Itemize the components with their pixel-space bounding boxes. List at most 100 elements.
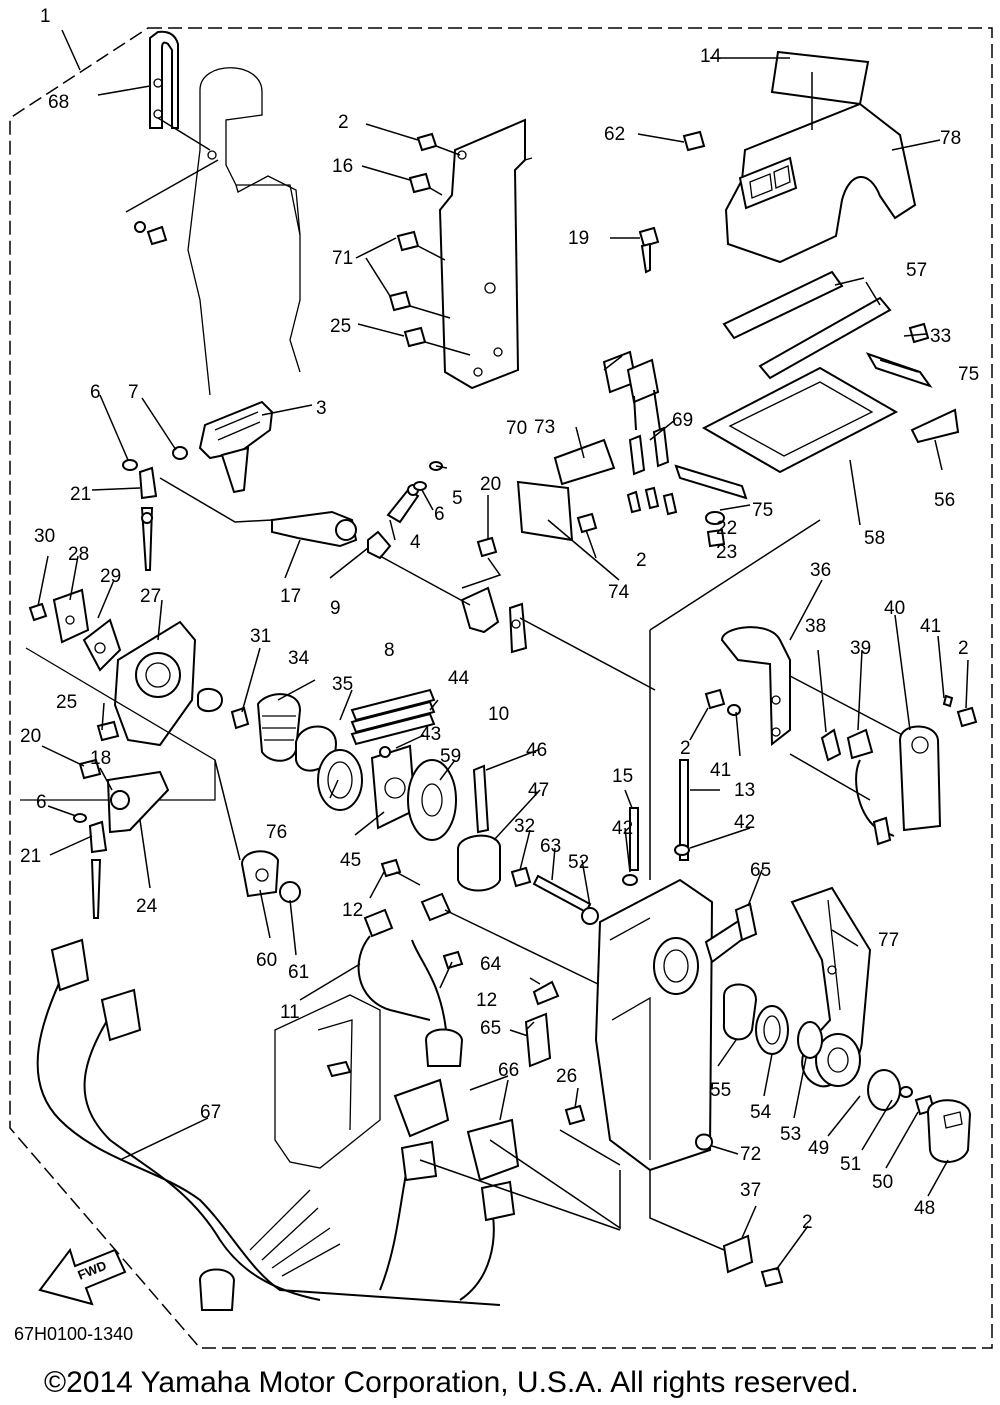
label-10: 10 [488,704,509,725]
label-37: 37 [740,1180,761,1201]
label-19: 19 [568,228,589,249]
callout-labels: 1 68 14 78 62 19 2 16 71 25 3 6 7 21 5 6… [20,6,979,1233]
label-24: 24 [136,896,158,917]
label-50: 50 [872,1172,893,1193]
fwd-arrow-icon: FWD [38,1247,127,1306]
label-75-mid: 75 [752,500,773,521]
bracket-37 [649,1170,784,1288]
label-11: 11 [280,1002,300,1023]
label-2-bottom: 2 [802,1212,813,1233]
lever-17 [159,461,443,560]
label-77: 77 [878,930,899,951]
control-body [419,519,821,1231]
label-78: 78 [940,128,961,149]
label-9: 9 [330,598,341,619]
label-27: 27 [140,586,161,607]
label-12-top: 12 [342,900,363,921]
wire-harness-67 [36,938,516,1311]
label-61: 61 [288,962,309,983]
label-46: 46 [526,740,547,761]
label-2-body: 2 [680,738,691,759]
label-76: 76 [266,822,287,843]
label-67: 67 [200,1102,221,1123]
bearings [722,902,972,1163]
label-42-mid: 42 [612,818,633,839]
label-25-top: 25 [330,316,351,337]
label-69: 69 [672,410,693,431]
label-42-right: 42 [734,812,755,833]
label-6-top: 6 [90,382,101,403]
part-number: 67H0100-1340 [14,1324,133,1344]
clip-bracket-68 [125,30,219,246]
label-72: 72 [740,1144,761,1165]
label-21-left: 21 [20,846,41,867]
label-47: 47 [528,780,549,801]
label-41-right: 41 [920,616,941,637]
label-36: 36 [810,560,831,581]
pulley-60-61 [214,759,301,903]
label-38: 38 [805,616,826,637]
label-65-right: 65 [750,860,771,881]
label-73: 73 [534,417,555,438]
label-26: 26 [556,1066,577,1087]
switches-73 [516,350,726,548]
label-2-right: 2 [958,638,969,659]
label-34: 34 [288,648,310,669]
label-31: 31 [250,626,271,647]
label-74: 74 [608,582,630,603]
label-13: 13 [734,780,755,801]
label-63: 63 [540,836,561,857]
label-2-top: 2 [338,112,349,133]
label-51: 51 [840,1154,861,1175]
label-14: 14 [700,46,722,67]
washers-6-7 [122,446,188,571]
plate-16 [388,118,533,390]
label-8: 8 [384,640,395,661]
label-5: 5 [452,488,463,509]
label-59: 59 [440,746,461,767]
label-32: 32 [514,816,535,837]
label-18: 18 [90,748,111,769]
copyright-notice: ©2014 Yamaha Motor Corporation, U.S.A. A… [44,1366,859,1399]
label-3: 3 [316,398,327,419]
label-12-bottom: 12 [476,990,497,1011]
label-1: 1 [40,6,51,27]
label-20-mid: 20 [480,474,501,495]
label-29: 29 [100,566,121,587]
label-20-left: 20 [20,726,41,747]
shift-lever-77 [704,626,978,1088]
label-52: 52 [568,852,589,873]
label-66: 66 [498,1060,519,1081]
label-2-mid: 2 [636,550,647,571]
leader-lines [37,29,969,1271]
label-33: 33 [930,326,951,347]
lower-housing-outline [274,994,520,1182]
label-35: 35 [332,674,353,695]
label-4: 4 [410,532,421,553]
label-15: 15 [612,766,633,787]
label-7: 7 [128,382,139,403]
assembly-boundary [9,27,993,1349]
label-16: 16 [332,156,353,177]
label-17: 17 [280,586,301,607]
label-49: 49 [808,1138,829,1159]
label-53: 53 [780,1124,801,1145]
label-65-left: 65 [480,1018,501,1039]
label-43: 43 [420,724,441,745]
label-28: 28 [68,544,89,565]
switch-harness-11 [357,858,601,1067]
label-62: 62 [604,124,625,145]
label-45: 45 [340,850,361,871]
housing-outline [187,67,301,396]
label-30: 30 [34,526,55,547]
label-22: 22 [716,518,737,539]
label-64: 64 [480,954,502,975]
label-60: 60 [256,950,277,971]
label-54: 54 [750,1102,772,1123]
label-55: 55 [710,1080,731,1101]
label-68: 68 [48,92,69,113]
top-cover-78 [638,50,917,274]
label-44: 44 [448,668,470,689]
label-6-left: 6 [36,792,47,813]
